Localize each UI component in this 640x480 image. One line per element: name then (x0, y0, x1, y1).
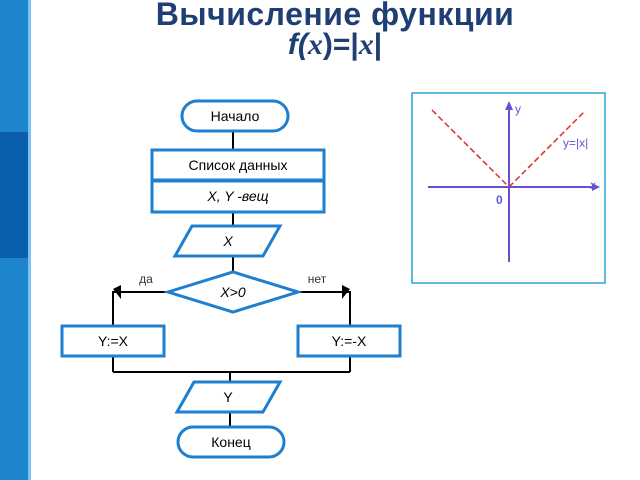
arrow-no-head (342, 285, 350, 299)
left-strip-divider (28, 0, 31, 480)
title-f-part: f( (287, 28, 308, 61)
graph-y-arrow (505, 101, 513, 110)
abs-graph: y x 0 y=|x| (411, 92, 606, 284)
input-parallelogram (172, 224, 283, 258)
data-vars-label: X, Y -вещ (206, 188, 268, 204)
assign-no-box (296, 324, 402, 358)
arrow-yes-head (113, 285, 121, 299)
output-label: Y (223, 389, 233, 405)
condition-diamond (162, 270, 304, 314)
page-title-line-1: Вычисление функции (155, 0, 515, 32)
output-parallelogram (174, 380, 283, 414)
start-terminal (180, 99, 290, 133)
title-x-part: x (307, 28, 323, 61)
title-end-part: | (373, 28, 383, 61)
yes-label: да (139, 272, 153, 286)
graph-function-label: y=|x| (563, 136, 588, 150)
left-strip-top (0, 0, 28, 132)
graph-x-label: x (590, 178, 596, 192)
start-label: Начало (211, 108, 260, 124)
connectors (112, 131, 351, 426)
title-x-part-2: x (358, 28, 374, 61)
title-mid-part: )=| (322, 28, 359, 61)
assign-yes-label: Y:=X (98, 333, 129, 349)
connector-yes-branch (112, 291, 168, 326)
data-vars-box (150, 179, 326, 214)
end-terminal (176, 425, 286, 459)
graph-x-arrow (592, 183, 600, 191)
graph-origin-label: 0 (496, 193, 503, 207)
left-strip-middle (0, 132, 28, 258)
end-label: Конец (211, 434, 250, 450)
graph-y-label: y (515, 102, 521, 116)
no-label: нет (308, 272, 327, 286)
data-list-label: Список данных (189, 157, 288, 173)
graph-abs-left-branch (431, 109, 510, 188)
page-title-line-2: f(x)=|x| (30, 28, 640, 62)
assign-no-label: Y:=-X (332, 333, 367, 349)
assign-yes-box (60, 324, 166, 358)
connector-no-branch (298, 291, 351, 326)
data-list-box (150, 148, 326, 182)
condition-label: X>0 (219, 284, 246, 300)
input-label: X (222, 233, 233, 249)
left-strip-bottom (0, 258, 28, 480)
arrowheads (113, 285, 350, 299)
